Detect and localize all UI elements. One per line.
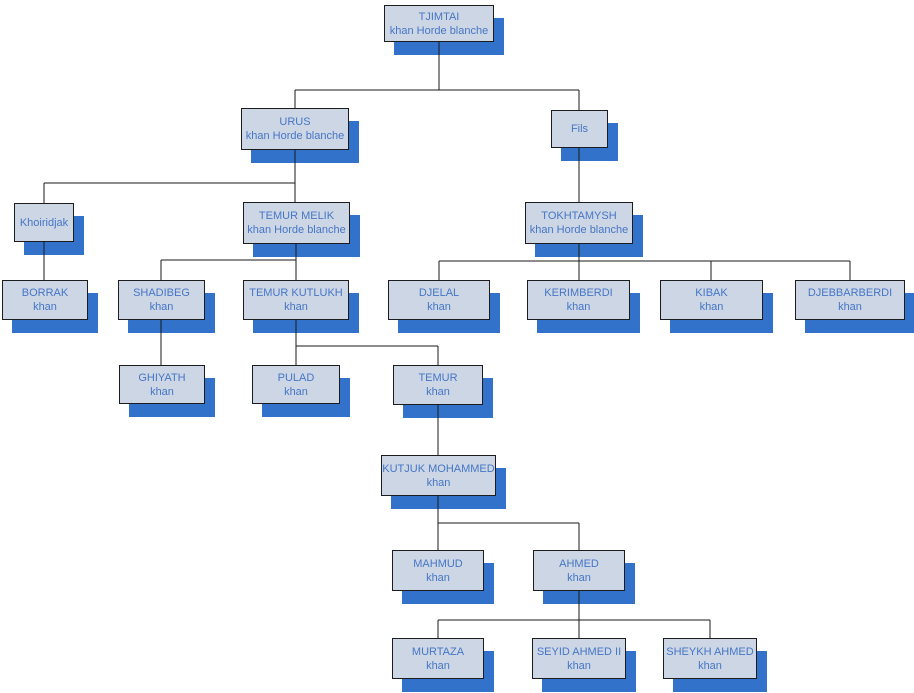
node-title: TEMUR	[418, 372, 458, 384]
node-subtitle: khan	[567, 659, 591, 672]
node-title: BORRAK	[21, 287, 69, 299]
node-title: KERIMBERDI	[544, 287, 613, 299]
node-temur: TEMUR khan	[393, 365, 483, 405]
node-sheykh-ahmed: SHEYKH AHMED khan	[663, 638, 757, 679]
node-subtitle: khan	[284, 385, 308, 398]
node-subtitle: khan	[838, 301, 862, 313]
node-title: SEYID AHMED II	[536, 645, 622, 658]
node-title: PULAD	[277, 371, 315, 384]
node-temur-kutlukh: TEMUR KUTLUKH khan	[243, 280, 349, 320]
node-tjimtai: TJIMTAI khan Horde blanche	[384, 5, 494, 42]
node-title: SHEYKH AHMED	[666, 645, 754, 658]
node-ghiyath: GHIYATH khan	[119, 365, 205, 404]
node-tokhtamysh: TOKHTAMYSH khan Horde blanche	[525, 202, 633, 244]
node-subtitle: khan	[427, 301, 451, 313]
node-title: DJEBBARBERDI	[807, 287, 893, 299]
node-title: KIBAK	[695, 287, 728, 299]
node-title: MURTAZA	[411, 645, 465, 658]
node-ahmed: AHMED khan	[533, 550, 625, 591]
node-subtitle: khan	[426, 476, 451, 489]
node-title: URUS	[279, 116, 311, 128]
node-title: DJELAL	[418, 287, 460, 299]
node-subtitle: khan	[149, 301, 174, 313]
node-title: TEMUR MELIK	[258, 210, 335, 222]
node-kibak: KIBAK khan	[660, 280, 763, 320]
node-subtitle: khan Horde blanche	[247, 224, 346, 236]
node-kutjuk-mohammed: KUTJUK MOHAMMED khan	[381, 455, 496, 496]
node-subtitle: khan	[426, 571, 450, 584]
node-subtitle: khan	[426, 659, 450, 672]
node-kerimberdi: KERIMBERDI khan	[527, 280, 630, 320]
node-subtitle: khan Horde blanche	[389, 24, 489, 37]
node-subtitle: khan	[150, 385, 174, 398]
node-title: TJIMTAI	[418, 10, 460, 23]
node-title: GHIYATH	[138, 371, 186, 384]
node-title: Fils	[570, 123, 589, 135]
node-subtitle: khan Horde blanche	[245, 130, 345, 142]
node-title: TOKHTAMYSH	[541, 210, 617, 222]
node-subtitle: khan Horde blanche	[529, 224, 629, 236]
node-title: AHMED	[559, 557, 599, 570]
node-temur-melik: TEMUR MELIK khan Horde blanche	[243, 202, 350, 244]
node-title: Khoiridjak	[19, 216, 69, 229]
node-title: TEMUR KUTLUKH	[249, 287, 343, 299]
node-subtitle: khan	[33, 301, 57, 313]
node-fils: Fils	[551, 110, 608, 148]
node-subtitle: khan	[566, 301, 591, 313]
node-subtitle: khan	[699, 301, 724, 313]
node-pulad: PULAD khan	[252, 365, 340, 404]
node-subtitle: khan	[567, 571, 591, 584]
node-urus: URUS khan Horde blanche	[241, 108, 349, 150]
node-subtitle: khan	[284, 301, 308, 313]
node-seyid-ahmed-ii: SEYID AHMED II khan	[532, 638, 626, 679]
node-shadibeg: SHADIBEG khan	[118, 280, 205, 320]
node-djelal: DJELAL khan	[388, 280, 490, 320]
node-title: SHADIBEG	[133, 287, 190, 299]
node-khoiridjak: Khoiridjak	[14, 203, 74, 242]
node-title: MAHMUD	[413, 557, 463, 570]
node-title: KUTJUK MOHAMMED	[382, 462, 495, 475]
node-mahmud: MAHMUD khan	[392, 550, 484, 591]
node-murtaza: MURTAZA khan	[392, 638, 484, 679]
node-subtitle: khan	[698, 659, 722, 672]
node-borrak: BORRAK khan	[2, 280, 88, 320]
node-djebbarberdi: DJEBBARBERDI khan	[795, 280, 905, 320]
node-subtitle: khan	[426, 386, 450, 398]
